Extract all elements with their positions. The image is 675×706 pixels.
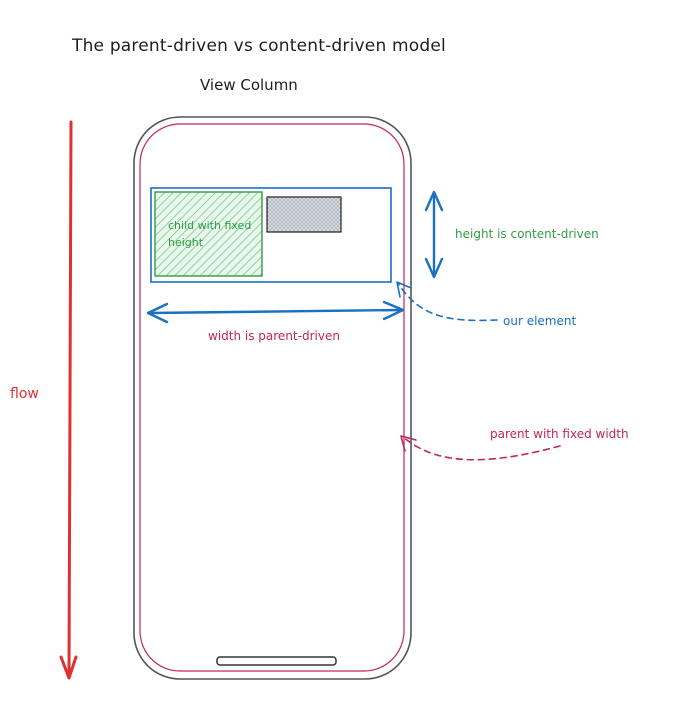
element-box [150, 187, 392, 283]
parent-pointer-arrow [400, 435, 561, 461]
element-label: our element [503, 314, 577, 328]
width-arrow [146, 300, 405, 324]
height-arrow [424, 190, 444, 279]
diagram-title: The parent-driven vs content-driven mode… [72, 36, 446, 56]
child-label: child with fixed height [168, 219, 252, 249]
flow-arrow [59, 120, 78, 680]
flow-label: flow [10, 386, 39, 402]
child-box [154, 191, 263, 277]
phone-frame [133, 116, 412, 680]
parent-label: parent with fixed width [490, 427, 629, 441]
diagram-subtitle: View Column [200, 76, 298, 94]
home-indicator [216, 656, 337, 666]
element-pointer-arrow [396, 281, 498, 322]
width-label: width is parent-driven [208, 329, 340, 343]
gray-child-box [266, 196, 342, 233]
height-label: height is content-driven [455, 227, 599, 241]
